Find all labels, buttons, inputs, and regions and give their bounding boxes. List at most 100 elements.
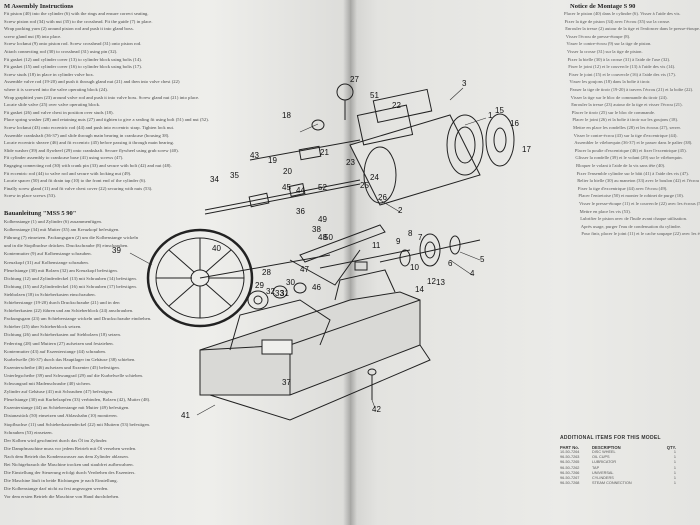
callout-number: 46 <box>312 283 321 292</box>
text-line: Exzenterstange (44) an Schieberstange mi… <box>4 405 130 411</box>
callout-number: 42 <box>372 405 381 414</box>
text-line: Finally screw gland (11) and fit valve c… <box>4 185 153 191</box>
callout-number: 1 <box>488 111 493 120</box>
table-row: 96-50-7266 UNIVERSAL 1 <box>560 471 695 476</box>
text-line: Screw locknut (43) onto eccentric rod (4… <box>4 125 175 130</box>
additional-items-table: ADDITIONAL ITEMS FOR THIS MODEL PART No.… <box>560 435 695 486</box>
text-line: Lubrifier le piston avec de l'huile avan… <box>580 216 688 222</box>
table-cell: 96-50-7268 <box>560 481 580 486</box>
callout-number: 32 <box>266 287 275 296</box>
text-line: Fixer le joint (15) et le couvercle (16)… <box>568 71 676 77</box>
callout-number: 22 <box>392 101 401 110</box>
text-line: Die Einstellung der Steuerung erfolgt du… <box>4 470 136 476</box>
callout-number: 7 <box>418 233 423 242</box>
text-line: Fixer le joint (12) et le couvercle (13)… <box>568 64 676 70</box>
text-line: Fixer la tige de piston (34) avec l'écro… <box>564 18 671 24</box>
text-line: Kurbelwelle (36-37) durch das Hauptlager… <box>4 356 136 362</box>
callout-number: 25 <box>360 181 369 190</box>
text-line: Kreuzkopf (31) auf Kolbenstange schraube… <box>4 259 89 265</box>
text-line: Fit eccentric rod (44) to valve rod and … <box>4 170 132 176</box>
text-line: where it is screwed into the valve opera… <box>4 87 109 92</box>
text-line: Federring (28) und Muttern (27) aufsetze… <box>4 340 114 346</box>
text-line: Schwungrad mit Madenschraube (40) sicher… <box>4 381 91 386</box>
drain-screw <box>367 368 377 400</box>
table-cell: 96-50-7266 <box>560 470 580 475</box>
text-line: Kontermutter (9) auf Kolbenstange schrau… <box>4 251 92 257</box>
table-cell: 96-50-7263 <box>560 455 580 460</box>
text-line: Enrouler la tresse (2) autour de la tige… <box>565 26 700 32</box>
text-line: Die Kolbenstange darf nicht zu fest ange… <box>4 486 109 492</box>
text-line: Die Dampfmaschine muss vor jedem Betrieb… <box>4 445 137 451</box>
callout-number: 33 <box>275 289 284 298</box>
table-cell: 1 <box>673 465 676 470</box>
notice-de-montage-heading: Notice de Montage S 90 <box>570 3 636 10</box>
text-line: Glisser la rondelle (39) et le volant (2… <box>575 155 683 161</box>
text-line: Pour finir, placer le joint (11) et le c… <box>581 231 700 237</box>
text-line: Vor dem ersten Betrieb die Maschine von … <box>4 494 120 500</box>
text-line: Dichtung (26) und Schieberkasten auf Ste… <box>4 332 122 338</box>
text-line: Après usage, purger l'eau de condensatio… <box>580 223 682 229</box>
callout-number: 29 <box>255 281 264 290</box>
callout-number: 17 <box>522 145 531 154</box>
crankcase-base <box>199 269 431 421</box>
text-line: Attach connecting rod (30) to crosshead … <box>4 49 118 54</box>
text-line: und in die Stopfbuchse drücken. Drucksch… <box>4 243 129 249</box>
table-cell: DISC WHEEL <box>592 450 616 454</box>
callout-number: 10 <box>410 263 419 272</box>
text-line: Zylinder auf Gehäuse (41) mit Schrauben … <box>4 389 114 395</box>
callout-number: 23 <box>346 158 355 167</box>
piston-and-rod <box>204 179 361 215</box>
text-line: screw gland nut (8) into place. <box>4 33 62 39</box>
text-line: Stopfbuchse (11) und Schieberkastendecke… <box>4 421 151 427</box>
callout-number: 9 <box>396 237 401 246</box>
text-line: Screw locknut (9) onto piston rod. Screw… <box>4 41 142 47</box>
callout-number: 49 <box>318 215 327 224</box>
left-page: M Assembly Instructions Fit piston (40) … <box>0 0 352 525</box>
callout-number: 43 <box>250 151 259 160</box>
callout-number: 35 <box>230 171 239 180</box>
text-line: Fixer la bielle (30) à la crosse (31) à … <box>567 56 671 62</box>
text-line: Visser la tige sur le bloc de commande d… <box>570 94 668 100</box>
assembly-instructions-heading: M Assembly Instructions <box>4 3 74 10</box>
callout-number: 5 <box>480 255 485 264</box>
callout-number: 13 <box>436 278 445 287</box>
text-line: Exzenterscheibe (46) aufsetzen und Exzen… <box>4 364 120 370</box>
text-line: Führung (7) einsetzen. Packungsgarn (2) … <box>4 235 139 241</box>
callout-number: 20 <box>283 167 292 176</box>
table-cell: 96-50-7265 <box>560 460 580 465</box>
callout-number: 26 <box>378 193 387 202</box>
callout-number: 41 <box>181 411 190 420</box>
text-line: Placer le joint (26) et la boîte à tiroi… <box>572 117 679 123</box>
callout-number: 27 <box>350 75 359 84</box>
table-cell: UNIVERSAL <box>592 470 614 475</box>
text-line: Visser la crosse (31) sur la tige de pis… <box>567 49 643 54</box>
text-line: Fit gasket (26) and valve chest in posit… <box>4 109 114 115</box>
table-cell: 96-50-7262 <box>560 465 580 470</box>
table-cell: 1 <box>673 470 676 475</box>
callout-number: 14 <box>415 285 424 294</box>
table-cell: OIL CUPS <box>592 455 610 460</box>
text-line: Pleuelstange (30) mit Kurbelzapfen (33) … <box>4 397 151 403</box>
callout-number: 8 <box>408 229 413 238</box>
table-cell: 96-50-7267 <box>560 476 580 481</box>
leader-lines <box>129 87 487 416</box>
callout-number: 30 <box>286 278 295 287</box>
text-line: Screw in place screws (53). <box>4 193 56 199</box>
text-line: Visser l'écrou de presse-étoupe (8). <box>565 33 631 39</box>
text-line: Visser les goujons (18) dans la boîte à … <box>569 79 651 85</box>
text-line: Mettre en place les vis (53). <box>579 208 631 214</box>
text-line: Stehbolzen (18) in Schieberkasten einsch… <box>4 291 96 297</box>
callout-number: 37 <box>282 378 291 387</box>
gland-and-fittings <box>354 233 481 271</box>
text-line: Fixer la tige d'excentrique (44) avec l'… <box>577 185 668 191</box>
text-line: Distanzstück (50) einsetzen und Ablassha… <box>4 413 118 419</box>
callout-number: 44 <box>296 186 305 195</box>
text-line: Bloquer le volant à l'aide de la vis san… <box>576 163 666 168</box>
